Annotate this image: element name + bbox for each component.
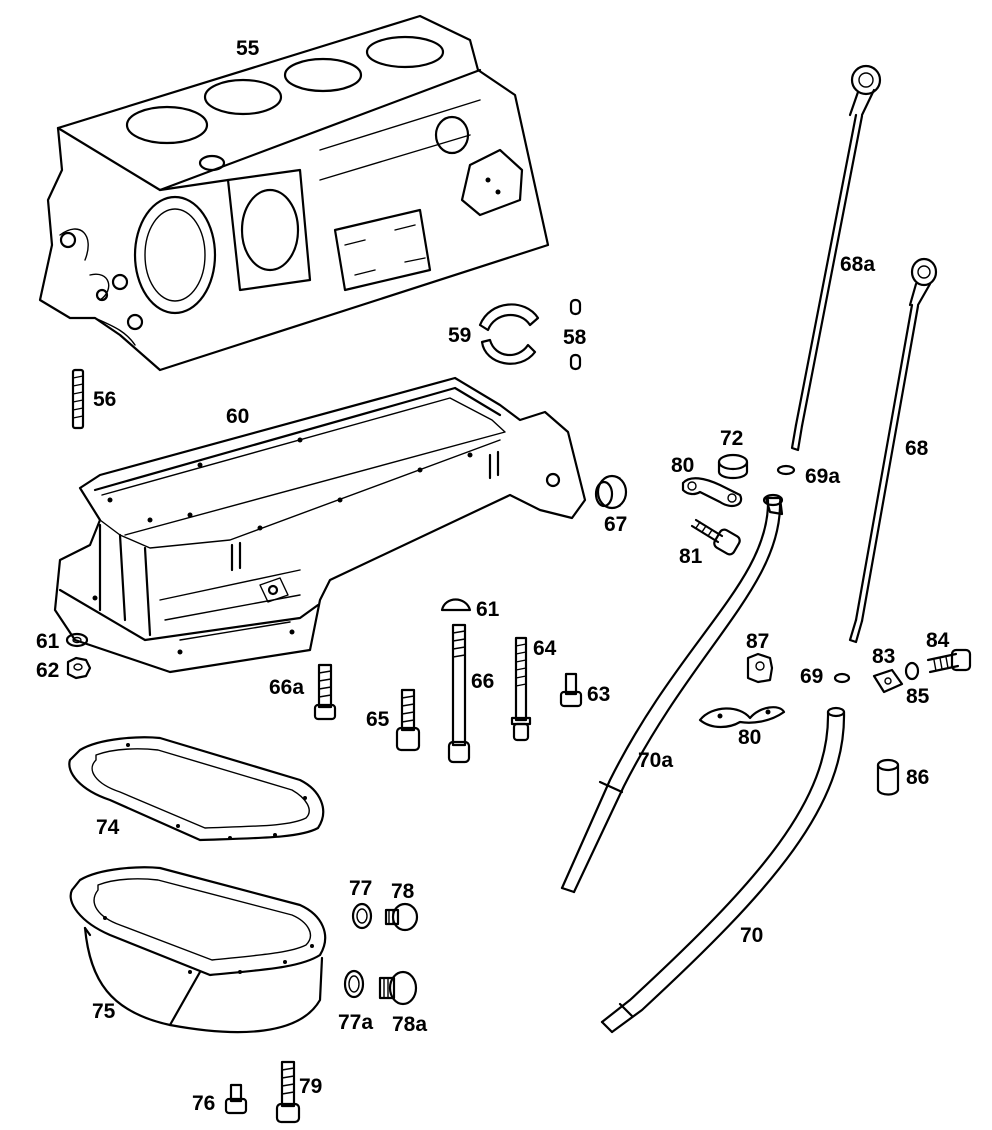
part-80-bracket-upper (681, 477, 743, 508)
label-69: 69 (800, 665, 824, 688)
part-70a-guide-tube (560, 493, 784, 894)
part-69-o-ring (833, 672, 851, 684)
label-81: 81 (679, 545, 703, 568)
label-86: 86 (906, 766, 930, 789)
part-72-rubber-buffer (717, 453, 749, 480)
part-63-bolt (559, 672, 583, 708)
label-56: 56 (93, 388, 117, 411)
label-84: 84 (926, 629, 950, 652)
part-74-oil-pan-gasket (68, 736, 325, 842)
label-77: 77 (349, 877, 373, 900)
label-55: 55 (236, 37, 260, 60)
part-60-upper-oil-pan (53, 376, 587, 674)
label-61-center: 61 (476, 598, 500, 621)
label-66: 66 (471, 670, 495, 693)
part-81-bolt (690, 518, 741, 556)
label-79: 79 (299, 1075, 323, 1098)
part-65-bolt (395, 688, 421, 752)
part-64-long-bolt (510, 636, 532, 742)
part-58-dowel-pins (569, 298, 582, 371)
label-78a: 78a (392, 1013, 428, 1036)
part-77-sealing-ring (351, 902, 373, 930)
label-65: 65 (366, 708, 390, 731)
label-78: 78 (391, 880, 415, 903)
label-72: 72 (720, 427, 744, 450)
part-70-guide-tube (600, 706, 846, 1034)
label-75: 75 (92, 1000, 116, 1023)
label-76: 76 (192, 1092, 216, 1115)
part-83-clip (872, 668, 904, 694)
part-66-long-bolt (447, 623, 471, 764)
label-85: 85 (906, 685, 930, 708)
part-87-nut (746, 652, 774, 684)
part-69a-o-ring (776, 464, 796, 476)
label-80-lower: 80 (738, 726, 762, 749)
label-83: 83 (872, 645, 896, 668)
label-58: 58 (563, 326, 587, 349)
part-76-bolt (224, 1083, 248, 1115)
part-78-drain-plug (384, 902, 419, 932)
part-78a-drain-plug (378, 970, 418, 1006)
label-68a: 68a (840, 253, 876, 276)
part-61-washer-left (65, 632, 89, 648)
part-66a-bolt (313, 663, 337, 721)
label-69a: 69a (805, 465, 841, 488)
part-85-washer (904, 661, 920, 681)
part-77a-sealing-ring (343, 969, 365, 999)
part-68-dipstick (848, 257, 938, 644)
part-61-washer-center (440, 598, 472, 612)
label-67: 67 (604, 513, 628, 536)
part-75-lower-oil-pan (69, 866, 327, 1034)
label-77a: 77a (338, 1011, 374, 1034)
label-63: 63 (587, 683, 611, 706)
label-70a: 70a (638, 749, 674, 772)
label-74: 74 (96, 816, 120, 839)
part-86-sleeve (876, 758, 900, 796)
label-87: 87 (746, 630, 770, 653)
label-60: 60 (226, 405, 250, 428)
part-84-bolt (926, 648, 972, 674)
label-66a: 66a (269, 676, 305, 699)
part-67-rubber-mount (594, 474, 628, 510)
part-62-nut (66, 656, 92, 680)
label-80-upper: 80 (671, 454, 695, 477)
label-59: 59 (448, 324, 472, 347)
part-59-bearing-shells (478, 303, 540, 365)
part-68a-dipstick (790, 64, 882, 452)
label-62: 62 (36, 659, 60, 682)
label-61-left: 61 (36, 630, 60, 653)
part-56-stud (71, 368, 85, 430)
part-80-bracket-lower (698, 706, 786, 729)
label-64: 64 (533, 637, 557, 660)
label-68: 68 (905, 437, 929, 460)
label-70: 70 (740, 924, 764, 947)
part-79-bolt (275, 1060, 301, 1124)
part-55-engine-block (38, 14, 550, 372)
